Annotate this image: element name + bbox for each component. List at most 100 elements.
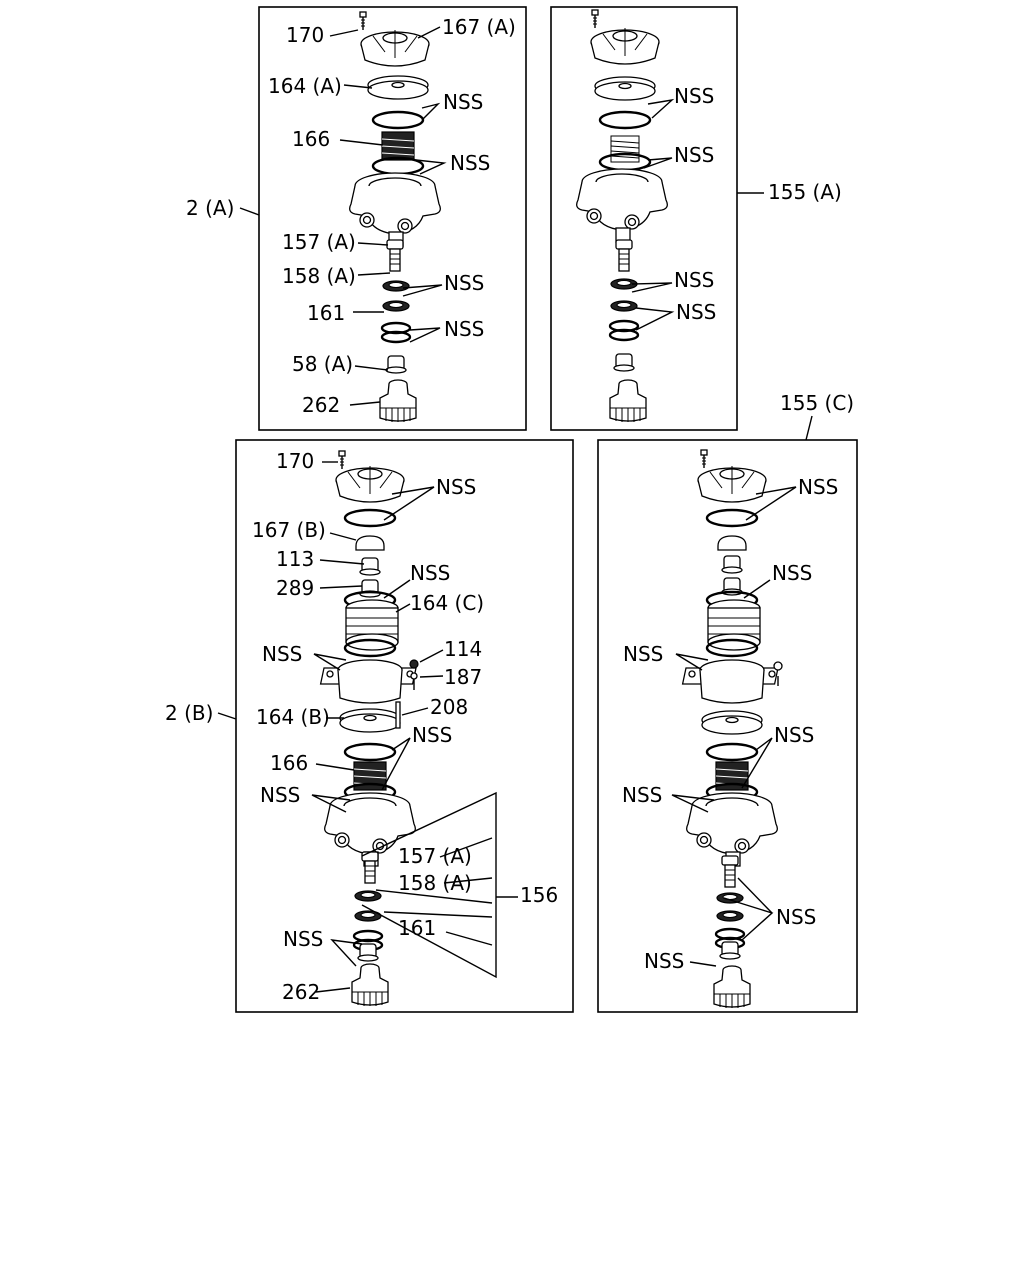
panel-2b-frame <box>235 439 574 1013</box>
part-label: 161 <box>307 301 345 325</box>
part-o-ring <box>705 742 759 762</box>
part-piston <box>361 851 379 884</box>
part-label: 164 (C) <box>410 591 484 615</box>
part-label: 164 (B) <box>256 705 330 729</box>
part-label: NSS <box>674 143 714 167</box>
part-seal-rings <box>380 321 412 344</box>
part-insert <box>385 355 407 374</box>
part-diaphragm <box>701 710 763 735</box>
panel-155a: 155 (A) NSS NSS NSS NSS <box>550 6 842 431</box>
part-plunger <box>717 535 747 551</box>
part-label: 166 <box>292 127 330 151</box>
panel-155a-frame <box>550 6 738 431</box>
part-label: 167 (B) <box>252 518 326 542</box>
part-label: NSS <box>262 642 302 666</box>
part-insert <box>357 943 379 962</box>
part-label: 156 <box>520 883 558 907</box>
part-label: 157 (A) <box>398 844 472 868</box>
part-valve <box>382 300 410 312</box>
part-exhaust-cap <box>379 379 417 423</box>
part-guide <box>359 557 381 576</box>
part-label: NSS <box>444 317 484 341</box>
part-label: NSS <box>772 561 812 585</box>
part-label: 187 <box>444 665 482 689</box>
part-diaphragm <box>367 75 429 100</box>
part-label: NSS <box>412 723 452 747</box>
part-spring <box>381 131 415 161</box>
part-label: 262 <box>302 393 340 417</box>
part-label: 164 (A) <box>268 74 342 98</box>
part-insert <box>613 353 635 372</box>
part-label: 158 (A) <box>398 871 472 895</box>
part-exhaust-cap <box>713 965 751 1009</box>
part-label: 289 <box>276 576 314 600</box>
part-bolt <box>591 9 599 29</box>
label-assembly: 2 (B) <box>165 701 213 725</box>
part-piston <box>615 239 633 272</box>
part-cover <box>697 465 767 503</box>
part-label: 208 <box>430 695 468 719</box>
part-seal-rings <box>608 319 640 342</box>
part-valve-seat <box>716 892 744 904</box>
part-valve-seat <box>382 280 410 292</box>
part-diaphragm <box>594 76 656 101</box>
part-label: 161 <box>398 916 436 940</box>
part-cover <box>360 29 430 67</box>
part-label: 58 (A) <box>292 352 353 376</box>
part-o-ring <box>371 110 425 130</box>
part-valve <box>610 300 638 312</box>
part-label: NSS <box>450 151 490 175</box>
part-label: NSS <box>774 723 814 747</box>
part-label: NSS <box>283 927 323 951</box>
part-piston <box>721 855 739 888</box>
part-label: NSS <box>623 642 663 666</box>
part-diaphragm <box>339 708 401 733</box>
part-pin <box>395 701 401 729</box>
part-exhaust-cap <box>609 379 647 423</box>
part-bolt <box>338 450 346 470</box>
part-label: 114 <box>444 637 482 661</box>
part-label: 158 (A) <box>282 264 356 288</box>
part-label: NSS <box>674 84 714 108</box>
part-exhaust-cap <box>351 963 389 1007</box>
panel-155c-frame <box>597 439 858 1013</box>
part-cover <box>335 465 405 503</box>
part-bolt <box>700 449 708 469</box>
panel-155c: 155 (C) NSS NSS NSS NSS NSS NSS NSS <box>597 391 858 1013</box>
part-valve-body <box>576 168 668 243</box>
label-assembly: 2 (A) <box>186 196 234 220</box>
part-washer <box>410 672 418 690</box>
part-label: 166 <box>270 751 308 775</box>
part-valve-seat <box>354 890 382 902</box>
part-plunger <box>355 535 385 551</box>
part-piston <box>386 239 404 272</box>
part-valve <box>716 910 744 922</box>
part-insert <box>719 941 741 960</box>
part-nut <box>409 659 419 669</box>
part-label: NSS <box>622 783 662 807</box>
part-valve-body <box>686 792 778 867</box>
part-label: NSS <box>260 783 300 807</box>
part-label: NSS <box>776 905 816 929</box>
part-o-ring <box>598 110 652 130</box>
part-label: 167 (A) <box>442 15 516 39</box>
part-cover <box>590 27 660 65</box>
part-label: NSS <box>436 475 476 499</box>
part-o-ring <box>343 742 397 762</box>
part-label: NSS <box>443 90 483 114</box>
part-valve-body <box>349 172 441 247</box>
part-label: NSS <box>410 561 450 585</box>
part-label: 157 (A) <box>282 230 356 254</box>
panel-2a-frame <box>258 6 527 431</box>
part-label: 170 <box>276 449 314 473</box>
panel-2b: 2 (B) 170 NSS 167 (B) 113 289 NSS 164 (C… <box>165 439 574 1013</box>
part-spring <box>610 135 640 163</box>
part-guide <box>721 555 743 574</box>
part-label: 170 <box>286 23 324 47</box>
part-bolt <box>359 11 367 31</box>
label-assembly: 155 (C) <box>780 391 854 415</box>
part-label: NSS <box>444 271 484 295</box>
panel-2a: 2 (A) 170 167 (A) 164 (A) NSS 166 NSS 15… <box>186 6 527 431</box>
part-label: 262 <box>282 980 320 1004</box>
